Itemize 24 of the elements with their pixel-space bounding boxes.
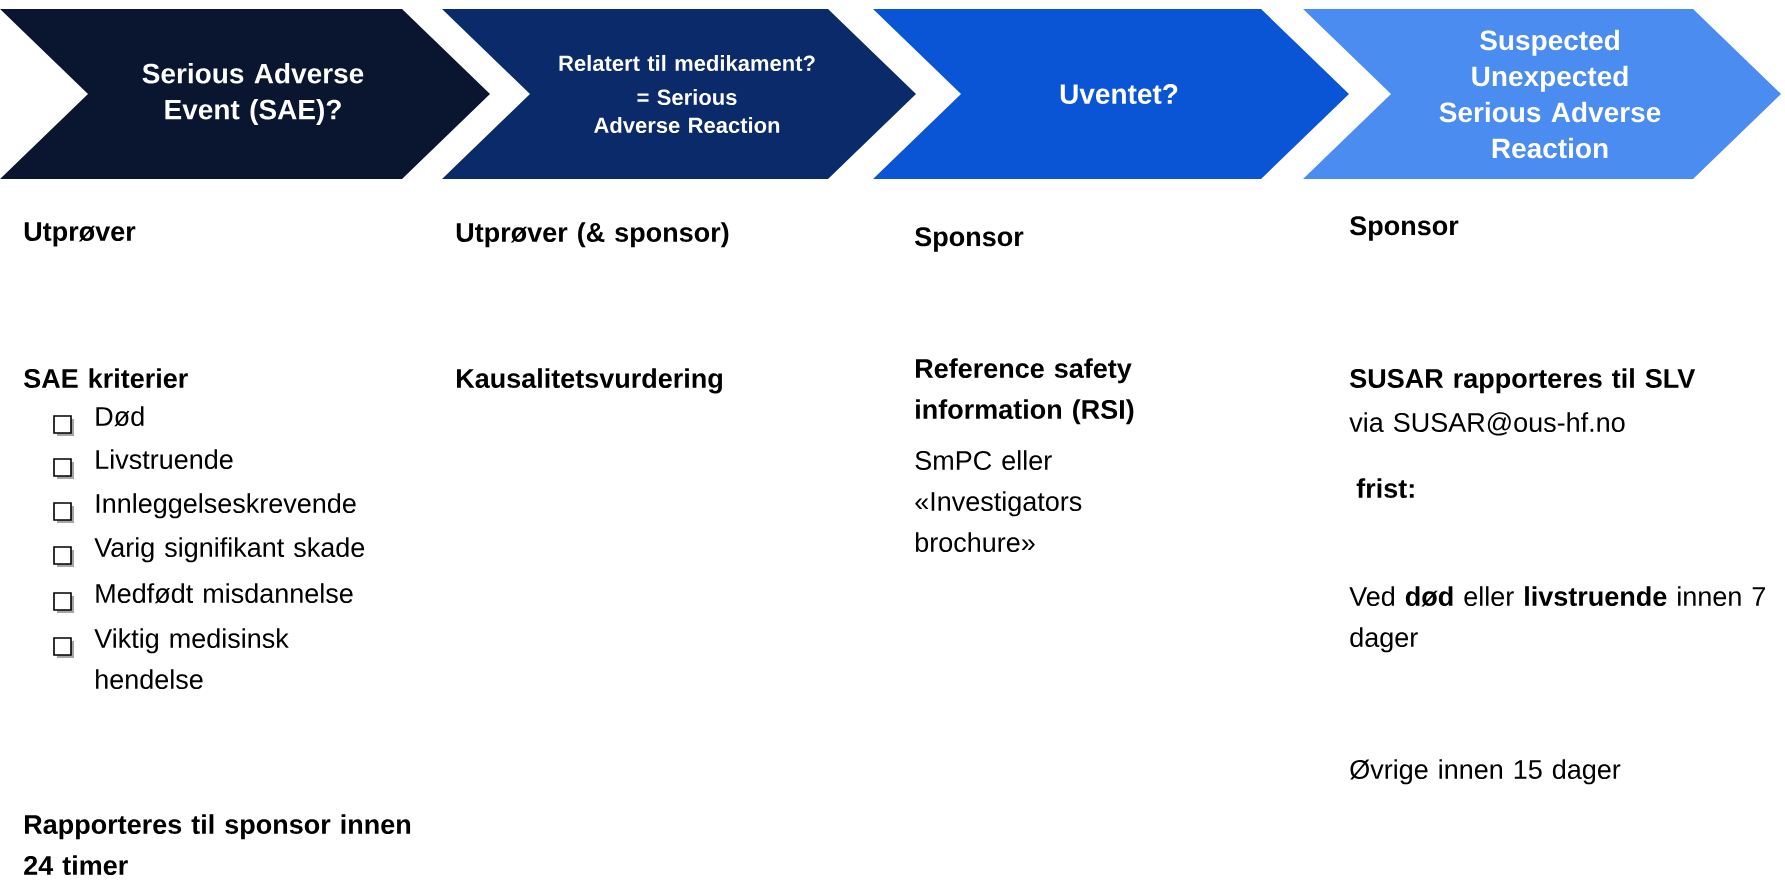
text-label: SAE kriterier [24, 368, 188, 389]
text-label: Medfødt misdannelse [96, 583, 353, 604]
text-label: Viktig medisinsk hendelse [94, 628, 289, 690]
text-label: Ved død eller livstruende innen 7 dager [1349, 586, 1765, 653]
text-label: Sponsor [1350, 216, 1459, 241]
text-label: Utprøver [24, 222, 136, 247]
text-label: Reference safety information (RSI) [916, 358, 1134, 425]
text-label: Varig signifikant skade [94, 537, 365, 563]
chevron-step: Suspected Unexpected Serious Adverse Reaction [1303, 9, 1781, 179]
text-label: Død [96, 406, 144, 427]
chevron-step: Serious Adverse Event (SAE)? [0, 9, 490, 179]
chevron-step: Relatert til medikament? = Serious Adverse Reaction [442, 9, 916, 179]
text-label: Rapporteres til sponsor innen 24 timer [24, 814, 411, 876]
chevron-step: Uventet? [873, 9, 1349, 179]
text-label: SUSAR rapporteres til SLV [1350, 368, 1696, 394]
text-label: Sponsor [915, 227, 1024, 252]
text-label: frist: [1356, 478, 1414, 499]
text-label: Kausalitetsvurdering [457, 368, 722, 394]
text-label: Livstruende [96, 449, 233, 470]
text-label: Innleggelseskrevende [96, 493, 356, 519]
text-label: SmPC eller «Investigators brochure» [915, 450, 1082, 553]
text-label: via SUSAR@ous-hf.no [1349, 412, 1625, 436]
text-label: Øvrige innen 15 dager [1350, 759, 1621, 785]
text-label: Utprøver (& sponsor) [456, 222, 729, 248]
